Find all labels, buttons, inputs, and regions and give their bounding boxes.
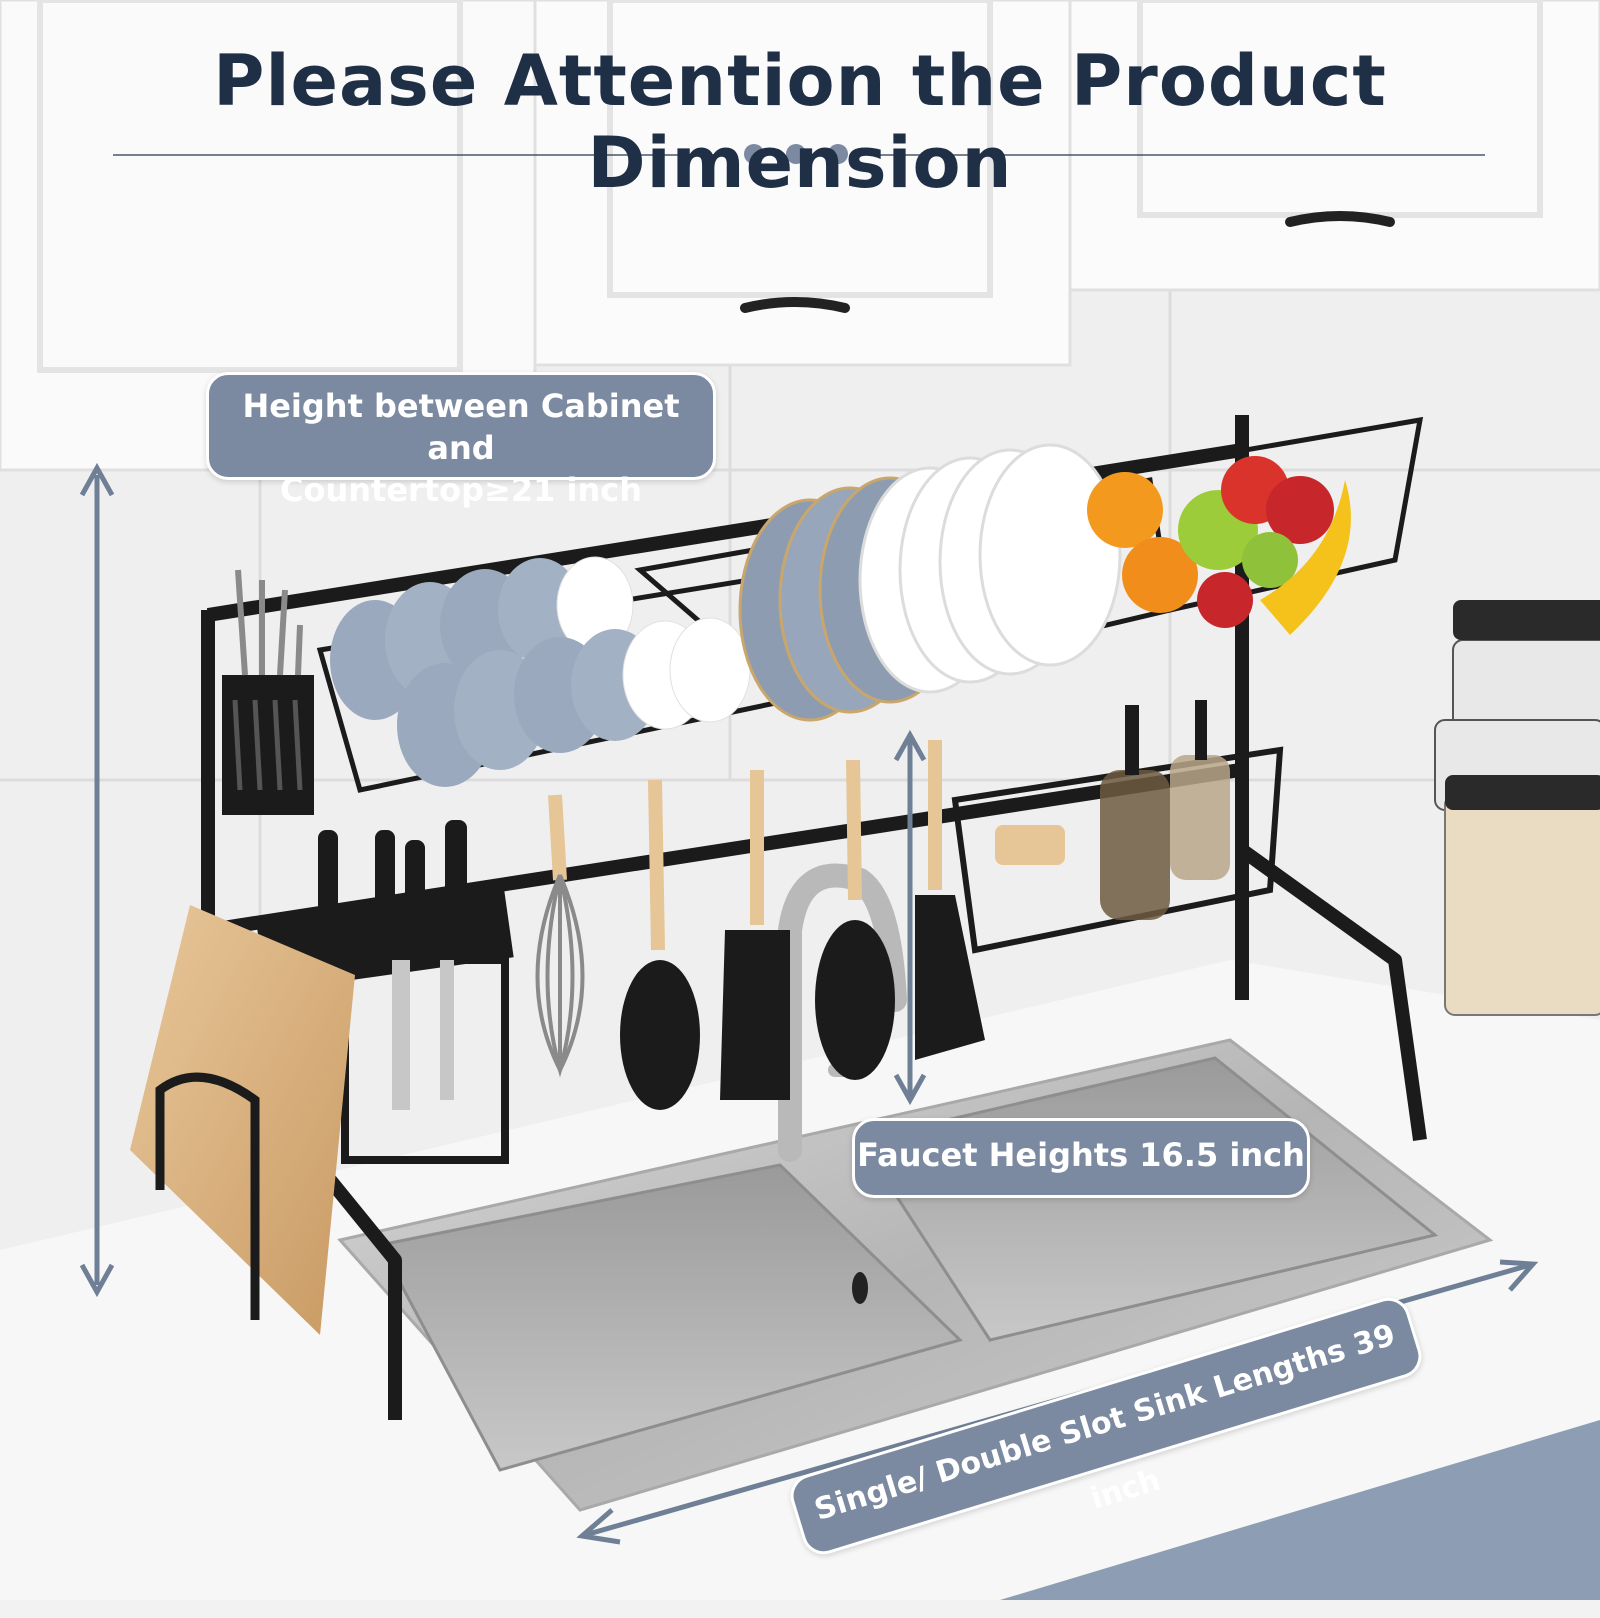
cutlery-holder: [222, 569, 314, 815]
storage-containers: [1434, 600, 1600, 1016]
title-separator: [113, 144, 1485, 164]
faucet-height-arrow: [893, 729, 927, 1106]
cabinet-height-label-line2: Countertop≥21 inch: [280, 471, 642, 509]
plates: [738, 443, 1122, 722]
cabinet-height-label-line1: Height between Cabinet and: [242, 387, 680, 467]
lower-cabinet: [1000, 1420, 1600, 1600]
faucet-height-label: Faucet Heights 16.5 inch: [852, 1118, 1310, 1198]
cabinet-height-label: Height between Cabinet and Countertop≥21…: [206, 372, 716, 509]
fruit-basket-contents: [1087, 456, 1351, 635]
height-arrow: [79, 462, 115, 1298]
side-basket: [951, 700, 1284, 954]
page-title: Please Attention the Product Dimension: [213, 40, 1387, 204]
hanging-utensils: [535, 740, 985, 1110]
bowls: [330, 556, 751, 787]
cutting-board: [130, 905, 355, 1335]
